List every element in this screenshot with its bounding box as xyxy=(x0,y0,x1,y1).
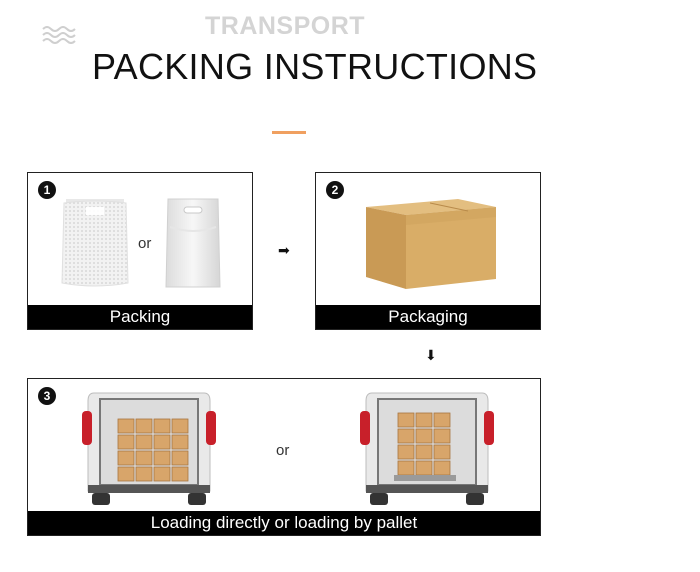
handle-bag-icon xyxy=(165,198,221,288)
step-1-panel: 1 or Packing xyxy=(27,172,253,330)
right-arrow-icon: ➡ xyxy=(278,242,290,258)
step-3-badge: 3 xyxy=(38,387,56,405)
step-1-caption: Packing xyxy=(28,305,252,329)
step-3-panel: 3 or Loading direc xyxy=(27,378,541,536)
van-rear-loaded-icon xyxy=(82,392,216,505)
wave-icon xyxy=(42,26,76,44)
accent-divider xyxy=(272,131,306,134)
page-title: PACKING INSTRUCTIONS xyxy=(92,46,538,87)
carton-box-icon xyxy=(366,199,496,289)
step-3-caption: Loading directly or loading by pallet xyxy=(28,511,540,535)
step-1-or: or xyxy=(138,235,152,252)
section-kicker: TRANSPORT xyxy=(205,12,366,40)
step-3-or: or xyxy=(276,442,290,459)
van-rear-pallet-icon xyxy=(360,392,494,505)
step-1-badge: 1 xyxy=(38,181,56,199)
step-2-caption: Packaging xyxy=(316,305,540,329)
mesh-bag-icon xyxy=(61,199,129,287)
step-2-panel: 2 Packaging xyxy=(315,172,541,330)
down-arrow-icon: ⬇ xyxy=(425,347,437,363)
step-2-badge: 2 xyxy=(326,181,344,199)
